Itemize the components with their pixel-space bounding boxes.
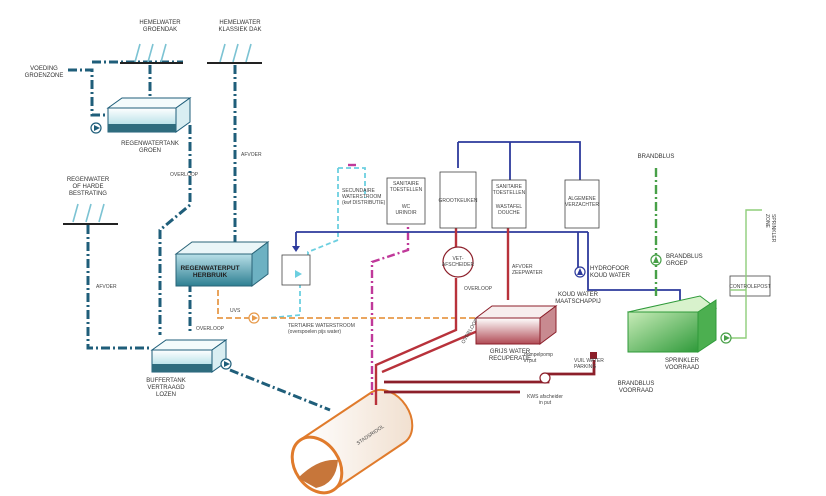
pump-icon <box>539 372 551 384</box>
magenta-pipes <box>348 163 410 395</box>
tertiary-pipes <box>217 290 480 319</box>
label-tertiaire: TERTIAIRE WATERSTROOM(overspoelen pijs w… <box>288 323 355 335</box>
sprinkler-pipes <box>726 209 762 339</box>
fixture-boxes <box>281 171 771 297</box>
label-grootkeuken: GROOTKEUKEN <box>439 198 478 204</box>
grijs-water-recuperatie <box>474 305 558 345</box>
blue-supply-pipes <box>295 141 681 300</box>
rain-arrow-icon <box>72 43 252 223</box>
label-uvs: UVS <box>230 308 241 314</box>
greywater-pipes <box>374 212 510 405</box>
regenwaterput-herbruik <box>174 241 270 287</box>
flow-arrow-icon <box>94 125 730 367</box>
label-brandblus-top: BRANDBLUS <box>638 154 675 160</box>
label-sprinkler-zone: SPRINKLERZONE <box>764 214 776 243</box>
label-vet-afscheider: VET-AFSCHEIDER <box>442 256 475 268</box>
darkred-pipes <box>384 360 596 394</box>
label-afvoer-1: AFVOER <box>241 152 262 158</box>
label-overloop-2: OVERLOOP <box>196 326 225 332</box>
label-afvoer-2: AFVOER <box>96 284 117 290</box>
vuil-water-marker <box>590 352 597 359</box>
label-overloop-1: OVERLOOP <box>170 172 199 178</box>
stadsriool <box>290 388 414 495</box>
vet-afscheider <box>442 246 474 278</box>
regenwatertank-groen <box>106 97 192 133</box>
label-overloop-3: OVERLOOP <box>464 286 493 292</box>
label-controlepost: CONTROLEPOST <box>729 284 770 290</box>
roof-line <box>63 62 262 225</box>
sprinkler-voorraad <box>626 295 718 353</box>
buffertank <box>150 339 228 373</box>
